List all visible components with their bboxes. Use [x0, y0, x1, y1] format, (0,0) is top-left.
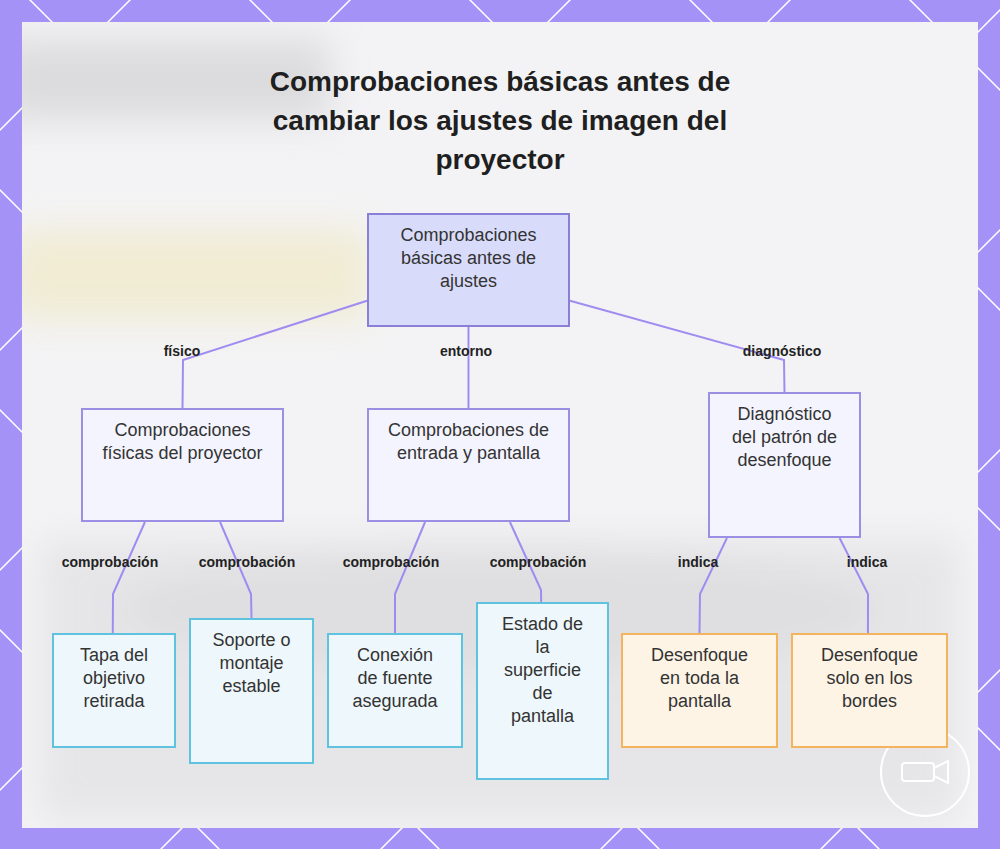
- logo-lens: [934, 761, 948, 783]
- logo-body: [902, 763, 934, 781]
- node-text: Estado de la superficie de pantalla: [500, 613, 585, 728]
- edge-label: físico: [164, 343, 201, 359]
- node-text: Tapa del objetivo retirada: [66, 644, 162, 713]
- panel: [22, 22, 978, 828]
- category-box: Diagnóstico del patrón de desenfoque: [708, 392, 861, 538]
- node-text: Comprobaciones de entrada y pantalla: [387, 419, 550, 465]
- node-text: Conexión de fuente asegurada: [349, 644, 441, 713]
- check-box: Conexión de fuente asegurada: [327, 633, 463, 748]
- edge-label: comprobación: [62, 554, 158, 570]
- node-text: Soporte o montaje estable: [205, 629, 298, 698]
- edge-label: indica: [678, 554, 718, 570]
- connector-line: [395, 522, 425, 633]
- diagram-title: Comprobaciones básicas antes de cambiar …: [230, 62, 770, 179]
- node-text: Desenfoque en toda la pantalla: [645, 644, 754, 713]
- connector-line: [183, 301, 368, 408]
- root-box: Comprobaciones básicas antes de ajustes: [367, 213, 570, 327]
- node-text: Comprobaciones básicas antes de ajustes: [387, 224, 550, 293]
- connector-line: [220, 522, 251, 618]
- edge-label: comprobación: [343, 554, 439, 570]
- check-box: Soporte o montaje estable: [189, 618, 314, 764]
- check-box: Tapa del objetivo retirada: [52, 633, 176, 748]
- edge-label: comprobación: [199, 554, 295, 570]
- edge-label: comprobación: [490, 554, 586, 570]
- blur-shape: [40, 540, 960, 820]
- node-text: Comprobaciones físicas del proyector: [101, 419, 264, 465]
- check-box: Desenfoque en toda la pantalla: [621, 633, 778, 748]
- edge-label: diagnóstico: [743, 343, 822, 359]
- node-text: Desenfoque solo en los bordes: [815, 644, 924, 713]
- node-text: Diagnóstico del patrón de desenfoque: [730, 403, 839, 472]
- check-box: Estado de la superficie de pantalla: [476, 602, 609, 780]
- category-box: Comprobaciones de entrada y pantalla: [367, 408, 570, 522]
- connector-line: [113, 522, 145, 633]
- connector-line: [468, 327, 470, 408]
- edge-label: indica: [847, 554, 887, 570]
- connector-line: [700, 538, 727, 633]
- photo-backdrop: [22, 40, 960, 820]
- connector-line: [840, 538, 868, 633]
- category-box: Comprobaciones físicas del proyector: [81, 408, 284, 522]
- check-box: Desenfoque solo en los bordes: [791, 633, 948, 748]
- edge-label: entorno: [440, 343, 492, 359]
- blur-shape: [22, 230, 370, 320]
